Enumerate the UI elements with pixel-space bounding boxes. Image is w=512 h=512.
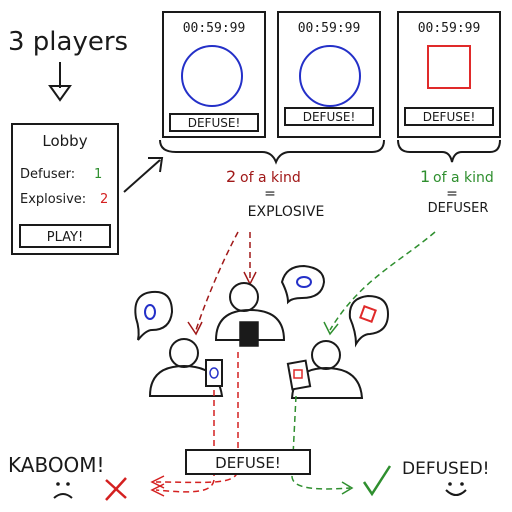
explosive-arrow-left: [195, 231, 239, 331]
center-to-kaboom-arrow: [155, 352, 239, 484]
phone-2-circle-symbol: [299, 45, 361, 107]
right-to-defused-arrow: [291, 395, 351, 490]
play-button-label: PLAY!: [47, 230, 83, 245]
explosive-label: Explosive:: [20, 192, 86, 207]
player-left-thought-bubble: [134, 290, 174, 341]
lobby-heading: Lobby: [42, 132, 87, 150]
player-center: [214, 264, 326, 347]
player-right-thought-square: [359, 305, 377, 323]
player-left-phone-circle: [209, 367, 219, 379]
player-left-phone: [205, 359, 223, 387]
phone-3: 00:59:99 DEFUSE!: [397, 11, 501, 138]
player-right: [286, 294, 390, 399]
title-arrow-head: [48, 85, 72, 102]
lobby-to-phones-arrowhead: [148, 157, 164, 173]
player-right-phone: [286, 359, 312, 391]
player-center-thought-circle: [296, 276, 312, 288]
play-button[interactable]: PLAY!: [19, 224, 111, 248]
phone-3-defuse-label: DEFUSE!: [423, 110, 476, 124]
phone-2-defuse-label: DEFUSE!: [303, 110, 356, 124]
title-text: 3 players: [8, 27, 128, 57]
lobby-card: Lobby Defuser: 1 Explosive: 2 PLAY!: [11, 123, 119, 255]
phone-3-square-symbol: [427, 45, 471, 89]
explosive-rule-text: of a kind: [240, 170, 301, 186]
left-to-kaboom-arrow: [155, 390, 215, 493]
lobby-to-phones-arrow: [123, 159, 161, 193]
phone-3-defuse-button[interactable]: DEFUSE!: [404, 107, 494, 126]
explosive-rule-equals: =: [264, 186, 276, 202]
defuser-count: 1: [94, 167, 102, 182]
happy-face-icon: [445, 482, 467, 496]
red-x-icon: [105, 477, 127, 501]
defused-text: DEFUSED!: [402, 459, 490, 479]
defuser-rule-equals: =: [446, 186, 458, 202]
defuser-arrow-head: [323, 321, 339, 336]
player-center-body: [214, 308, 286, 341]
player-right-thought-bubble: [348, 294, 390, 348]
phone-2: 00:59:99 DEFUSE!: [277, 11, 381, 138]
phone-1-defuse-button[interactable]: DEFUSE!: [169, 113, 259, 132]
explosive-count: 2: [100, 192, 108, 207]
phone-1-circle-symbol: [181, 45, 243, 107]
explosive-rule-count: 2: [226, 167, 236, 186]
player-center-thought-bubble: [280, 264, 326, 305]
phone-2-timer: 00:59:99: [298, 21, 361, 36]
defuser-arrow: [329, 231, 436, 331]
player-right-head: [311, 340, 341, 370]
phone-1-defuse-label: DEFUSE!: [188, 116, 241, 130]
defuser-rule: 1 of a kind = DEFUSER: [420, 167, 494, 216]
player-center-head: [229, 282, 259, 312]
center-defuse-button[interactable]: DEFUSE!: [185, 449, 311, 475]
explosive-rule-result: EXPLOSIVE: [248, 204, 325, 220]
defuser-rule-count: 1: [420, 167, 430, 186]
player-center-phone: [239, 321, 259, 347]
player-left-thought-circle: [144, 304, 156, 320]
phone-3-timer: 00:59:99: [418, 21, 481, 36]
phone-1-timer: 00:59:99: [183, 21, 246, 36]
defuser-group-brace: [397, 139, 501, 163]
explosive-rule: 2 of a kind = EXPLOSIVE: [226, 167, 324, 220]
explosive-group-brace: [159, 139, 385, 165]
phone-2-defuse-button[interactable]: DEFUSE!: [284, 107, 374, 126]
sad-face-icon: [53, 482, 73, 499]
player-left: [134, 290, 224, 397]
kaboom-text: KABOOM!: [8, 453, 105, 477]
center-defuse-label: DEFUSE!: [215, 454, 281, 472]
kaboom-arrowhead-2: [150, 483, 165, 497]
player-left-head: [169, 338, 199, 368]
defuser-rule-result: DEFUSER: [428, 201, 489, 216]
defuser-label: Defuser:: [20, 167, 75, 182]
explosive-arrow-left-head: [187, 321, 203, 336]
defused-arrowhead: [341, 481, 354, 495]
green-check-icon: [362, 465, 392, 497]
player-right-phone-square: [293, 369, 303, 379]
phone-1: 00:59:99 DEFUSE!: [162, 11, 266, 138]
defuser-rule-text: of a kind: [433, 170, 494, 186]
